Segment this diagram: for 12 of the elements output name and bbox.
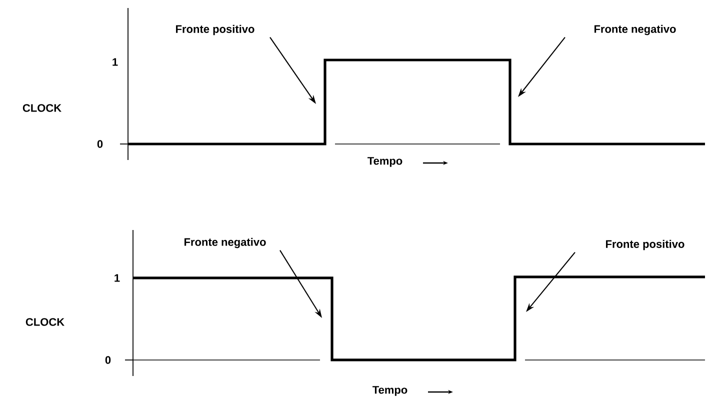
level-label: 0 (97, 140, 103, 148)
level-label: 0 (105, 356, 111, 364)
level-label: 1 (112, 58, 118, 66)
edge-caption: Fronte positivo (606, 240, 684, 250)
level-label: 1 (114, 274, 120, 282)
edge-caption: Fronte positivo (176, 24, 254, 36)
axis-label: Tempo (368, 157, 402, 167)
axis-label: Tempo (372, 386, 408, 396)
edge-caption: Fronte negativo (184, 238, 266, 248)
signal-label: CLOCK (22, 104, 62, 112)
edge-caption: Fronte negativo (594, 24, 676, 36)
signal-label: CLOCK (26, 318, 64, 326)
